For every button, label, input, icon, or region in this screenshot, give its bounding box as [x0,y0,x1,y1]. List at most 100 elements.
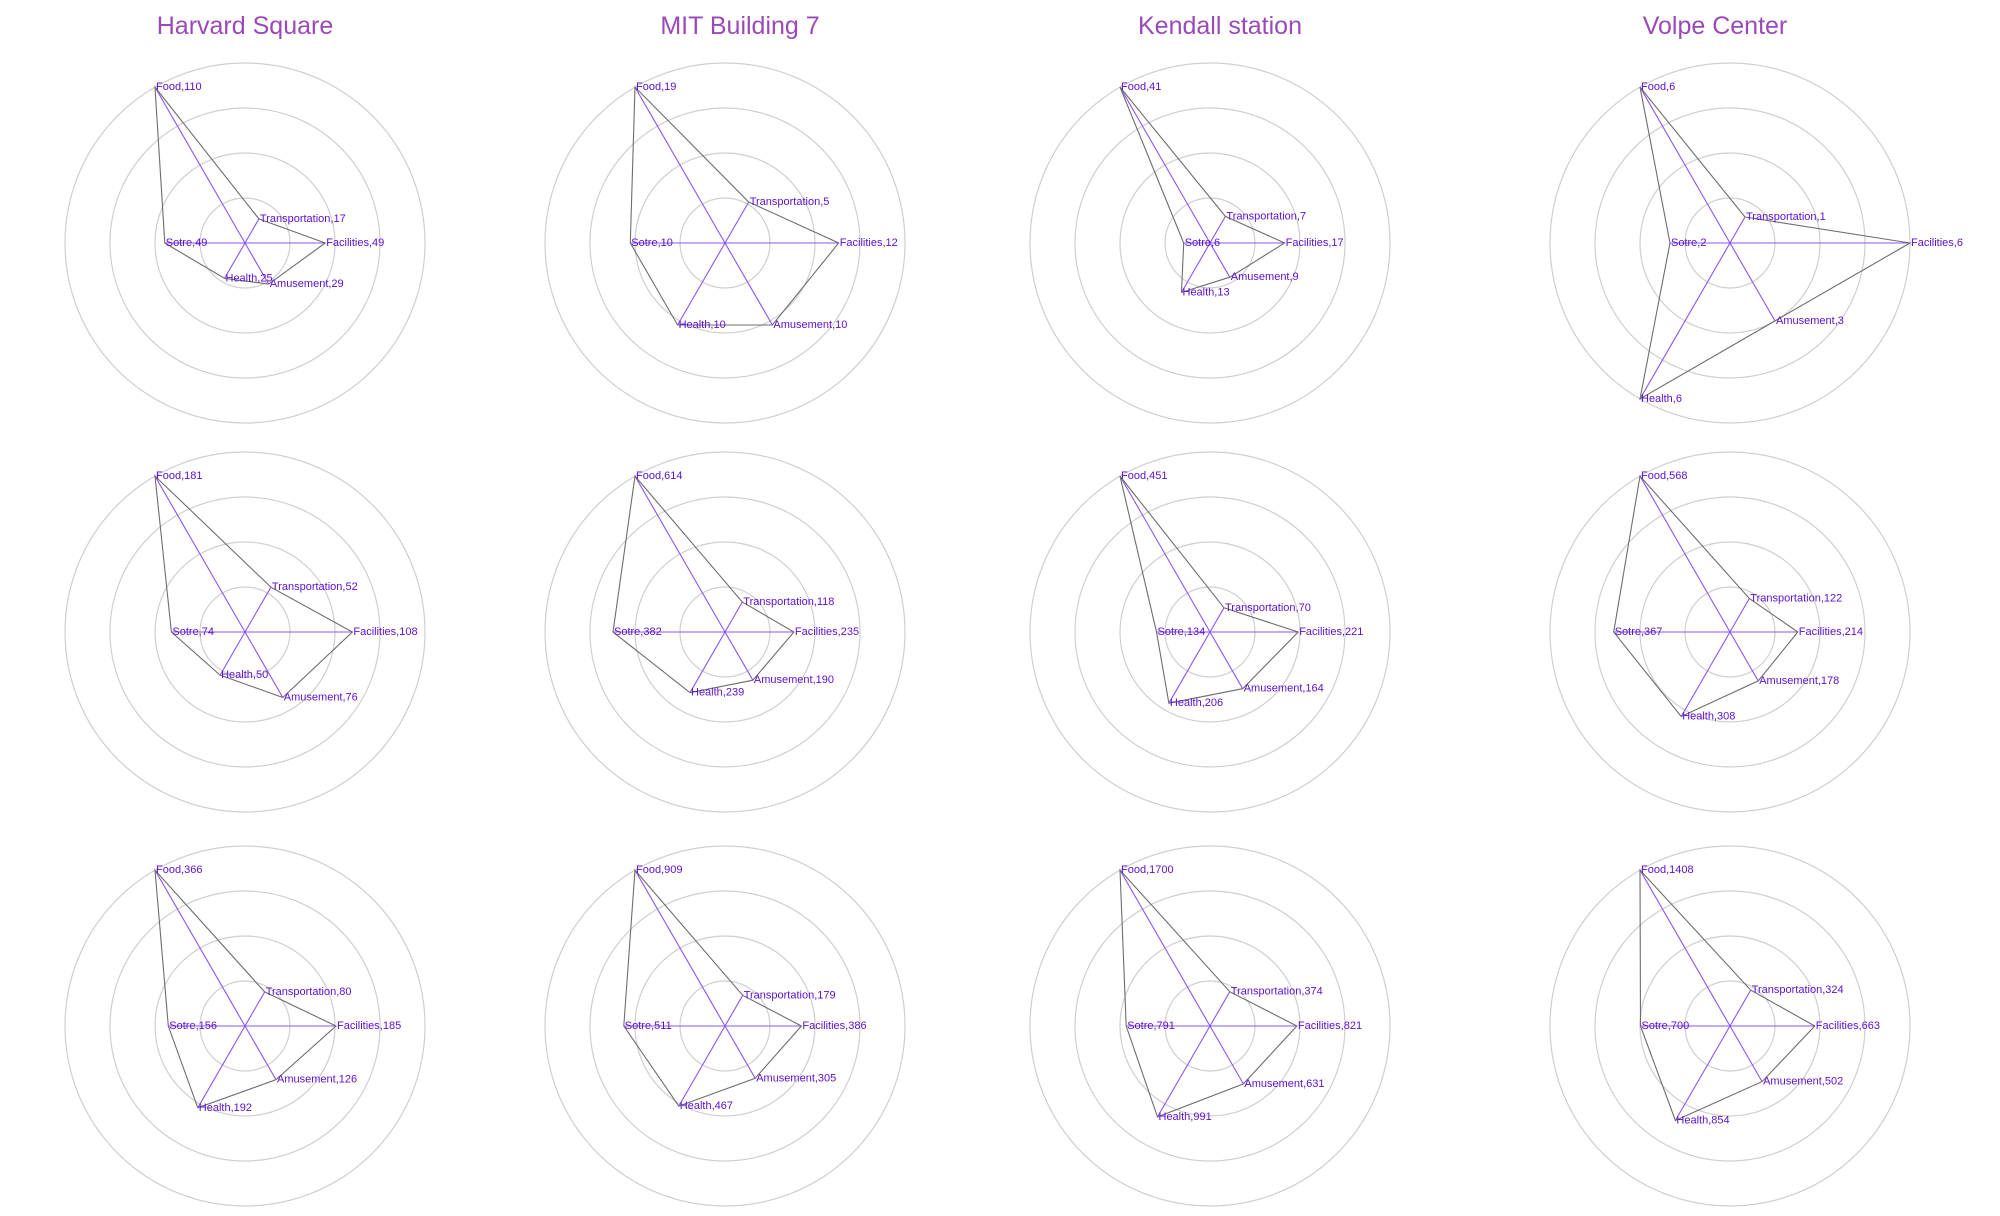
radar-volpe-center-row1: Food,6Transportation,1Facilities,6Amusem… [1549,62,1963,424]
spoke-amusement [1729,1025,1763,1082]
grid-ring [1074,107,1346,379]
point-label-food: Food,1700 [1121,864,1174,876]
spoke-amusement [1209,242,1231,278]
point-label-health: Health,206 [1170,697,1223,709]
grid-ring [1029,62,1391,424]
radar-kendall-station-row3: Food,1700Transportation,374Facilities,82… [1029,845,1391,1207]
spoke-health [224,242,246,279]
point-label-health: Health,50 [221,669,268,681]
point-label-food: Food,110 [156,81,202,93]
point-label-facilities: Facilities,6 [1911,237,1963,249]
point-label-health: Health,239 [691,687,744,699]
spoke-health [678,1025,726,1107]
point-label-facilities: Facilities,12 [840,237,898,249]
point-label-amusement: Amusement,76 [284,692,358,704]
spoke-food [1639,475,1731,633]
point-label-sotre: Sotre,511 [625,1020,672,1032]
point-label-sotre: Sotre,700 [1642,1020,1690,1032]
spoke-transportation [724,995,744,1027]
spoke-food [1119,869,1211,1027]
point-label-food: Food,1408 [1641,864,1694,876]
spoke-amusement [244,242,270,285]
point-label-transportation: Transportation,324 [1752,984,1844,996]
point-label-food: Food,366 [156,864,202,876]
radar-harvard-square-row2: Food,181Transportation,52Facilities,108A… [64,451,426,813]
spoke-food [1119,475,1211,633]
spoke-transportation [1209,216,1226,244]
spoke-amusement [724,631,754,681]
point-label-amusement: Amusement,126 [277,1074,357,1086]
point-label-facilities: Facilities,821 [1298,1020,1362,1032]
spoke-transportation [244,218,260,244]
point-label-sotre: Sotre,367 [1615,626,1663,638]
radar-polygon [629,85,840,326]
radar-kendall-station-row1: Food,41Transportation,7Facilities,17Amus… [1029,62,1391,424]
radar-polygon [612,474,795,694]
spoke-health [1168,631,1211,704]
point-label-amusement: Amusement,190 [754,674,834,686]
spoke-health [197,1025,246,1109]
point-label-amusement: Amusement,29 [270,278,344,290]
point-label-transportation: Transportation,179 [744,989,836,1001]
point-label-health: Health,13 [1183,286,1230,298]
point-label-food: Food,19 [636,81,676,93]
radar-polygon [1639,868,1816,1122]
point-label-facilities: Facilities,49 [326,237,384,249]
grid-ring [109,496,381,768]
grid-ring [64,62,426,424]
radar-polygon [1119,86,1286,294]
spoke-health [1639,242,1731,400]
spoke-amusement [1729,242,1776,322]
point-label-amusement: Amusement,9 [1231,271,1299,283]
point-label-amusement: Amusement,164 [1244,683,1324,695]
radar-mit-building-7-row2: Food,614Transportation,118Facilities,235… [544,451,906,813]
point-label-amusement: Amusement,305 [756,1072,836,1084]
point-label-transportation: Transportation,17 [260,213,346,225]
spoke-health [1157,1025,1211,1118]
grid-ring [544,451,906,813]
point-label-facilities: Facilities,214 [1799,626,1863,638]
grid-ring [1119,541,1301,723]
radar-mit-building-7-row3: Food,909Transportation,179Facilities,386… [544,845,906,1207]
spoke-food [634,869,726,1027]
point-label-transportation: Transportation,70 [1225,602,1311,614]
point-label-facilities: Facilities,386 [802,1020,866,1032]
spoke-health [219,631,246,676]
point-label-amusement: Amusement,631 [1244,1078,1324,1090]
spoke-food [154,869,246,1027]
spoke-amusement [724,242,773,326]
point-label-facilities: Facilities,235 [795,626,859,638]
spoke-food [1639,869,1731,1027]
point-label-sotre: Sotre,6 [1185,237,1220,249]
point-label-amusement: Amusement,10 [773,319,847,331]
spoke-transportation [1209,607,1225,633]
point-label-amusement: Amusement,502 [1763,1076,1843,1088]
column-title-kendall-station: Kendall station [1137,12,1302,40]
spoke-amusement [1209,1025,1244,1085]
radar-polygon [154,474,354,699]
grid-ring [1119,152,1301,334]
point-label-sotre: Sotre,10 [631,237,673,249]
grid-ring [64,845,426,1207]
grid-ring [544,845,906,1207]
spoke-health [1181,242,1211,293]
spoke-amusement [1729,631,1759,682]
grid-ring [109,107,381,379]
spoke-transportation [244,586,272,633]
radar-polygon [1613,474,1799,718]
grid-ring [1594,890,1866,1162]
grid-ring [64,451,426,813]
grid-ring [1549,451,1911,813]
point-label-amusement: Amusement,3 [1776,315,1844,327]
point-label-facilities: Facilities,221 [1299,626,1363,638]
point-label-facilities: Facilities,663 [1816,1020,1880,1032]
point-label-sotre: Sotre,382 [614,626,662,638]
radar-volpe-center-row2: Food,568Transportation,122Facilities,214… [1549,451,1911,813]
point-label-transportation: Transportation,374 [1231,986,1323,998]
point-label-health: Health,192 [199,1102,252,1114]
radar-harvard-square-row3: Food,366Transportation,80Facilities,185A… [64,845,426,1207]
grid-ring [1029,845,1391,1207]
point-label-sotre: Sotre,2 [1671,237,1706,249]
spoke-transportation [1729,598,1750,633]
point-label-sotre: Sotre,791 [1127,1020,1175,1032]
